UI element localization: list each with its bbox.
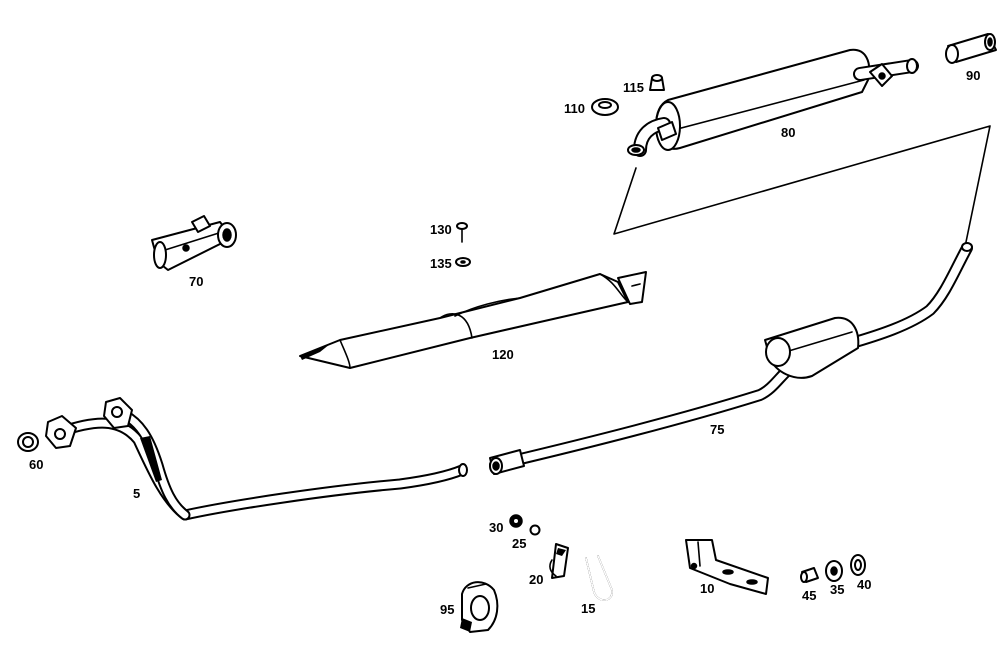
part-120-heat-shield[interactable] bbox=[299, 271, 647, 369]
label-25: 25 bbox=[512, 536, 526, 551]
part-75-intermediate-pipe[interactable] bbox=[489, 242, 973, 475]
part-95-clamp-ring[interactable] bbox=[460, 581, 499, 633]
label-135: 135 bbox=[430, 256, 452, 271]
part-80-rear-muffler[interactable] bbox=[627, 48, 919, 157]
label-30: 30 bbox=[489, 520, 503, 535]
part-30-nut[interactable] bbox=[509, 514, 523, 528]
label-15: 15 bbox=[581, 601, 595, 616]
label-75: 75 bbox=[710, 422, 724, 437]
part-5-front-pipe[interactable] bbox=[45, 397, 468, 521]
label-5: 5 bbox=[133, 486, 140, 501]
label-115: 115 bbox=[623, 80, 644, 95]
label-70: 70 bbox=[189, 274, 203, 289]
label-80: 80 bbox=[781, 125, 795, 140]
label-110: 110 bbox=[564, 101, 585, 116]
label-90: 90 bbox=[966, 68, 980, 83]
part-15-u-bolt[interactable] bbox=[585, 555, 613, 601]
part-25-spring-washer[interactable] bbox=[529, 524, 541, 536]
part-40-washer[interactable] bbox=[850, 554, 866, 576]
part-115-rubber-buffer[interactable] bbox=[649, 74, 665, 91]
label-40: 40 bbox=[857, 577, 871, 592]
label-10: 10 bbox=[700, 581, 714, 596]
label-130: 130 bbox=[430, 222, 452, 237]
label-35: 35 bbox=[830, 582, 844, 597]
part-20-clamp-half[interactable] bbox=[549, 543, 569, 579]
part-110-rubber-ring[interactable] bbox=[591, 98, 619, 116]
assembly-leader-lines bbox=[613, 125, 991, 243]
part-35-rubber-mount[interactable] bbox=[825, 560, 843, 582]
part-number-labels: 5 60 70 120 130 135 75 80 90 110 115 30 … bbox=[29, 68, 980, 617]
label-45: 45 bbox=[802, 588, 816, 603]
label-95: 95 bbox=[440, 602, 454, 617]
part-130-bolt[interactable] bbox=[456, 222, 468, 243]
label-120: 120 bbox=[492, 347, 514, 362]
label-20: 20 bbox=[529, 572, 543, 587]
part-45-spacer[interactable] bbox=[800, 567, 819, 583]
part-90-tailpipe-sleeve[interactable] bbox=[945, 33, 997, 64]
part-135-washer[interactable] bbox=[455, 257, 471, 267]
part-10-bracket[interactable] bbox=[685, 539, 769, 595]
label-60: 60 bbox=[29, 457, 43, 472]
part-60-sealing-ring[interactable] bbox=[17, 432, 39, 452]
part-70-clamp-sleeve[interactable] bbox=[151, 215, 237, 271]
